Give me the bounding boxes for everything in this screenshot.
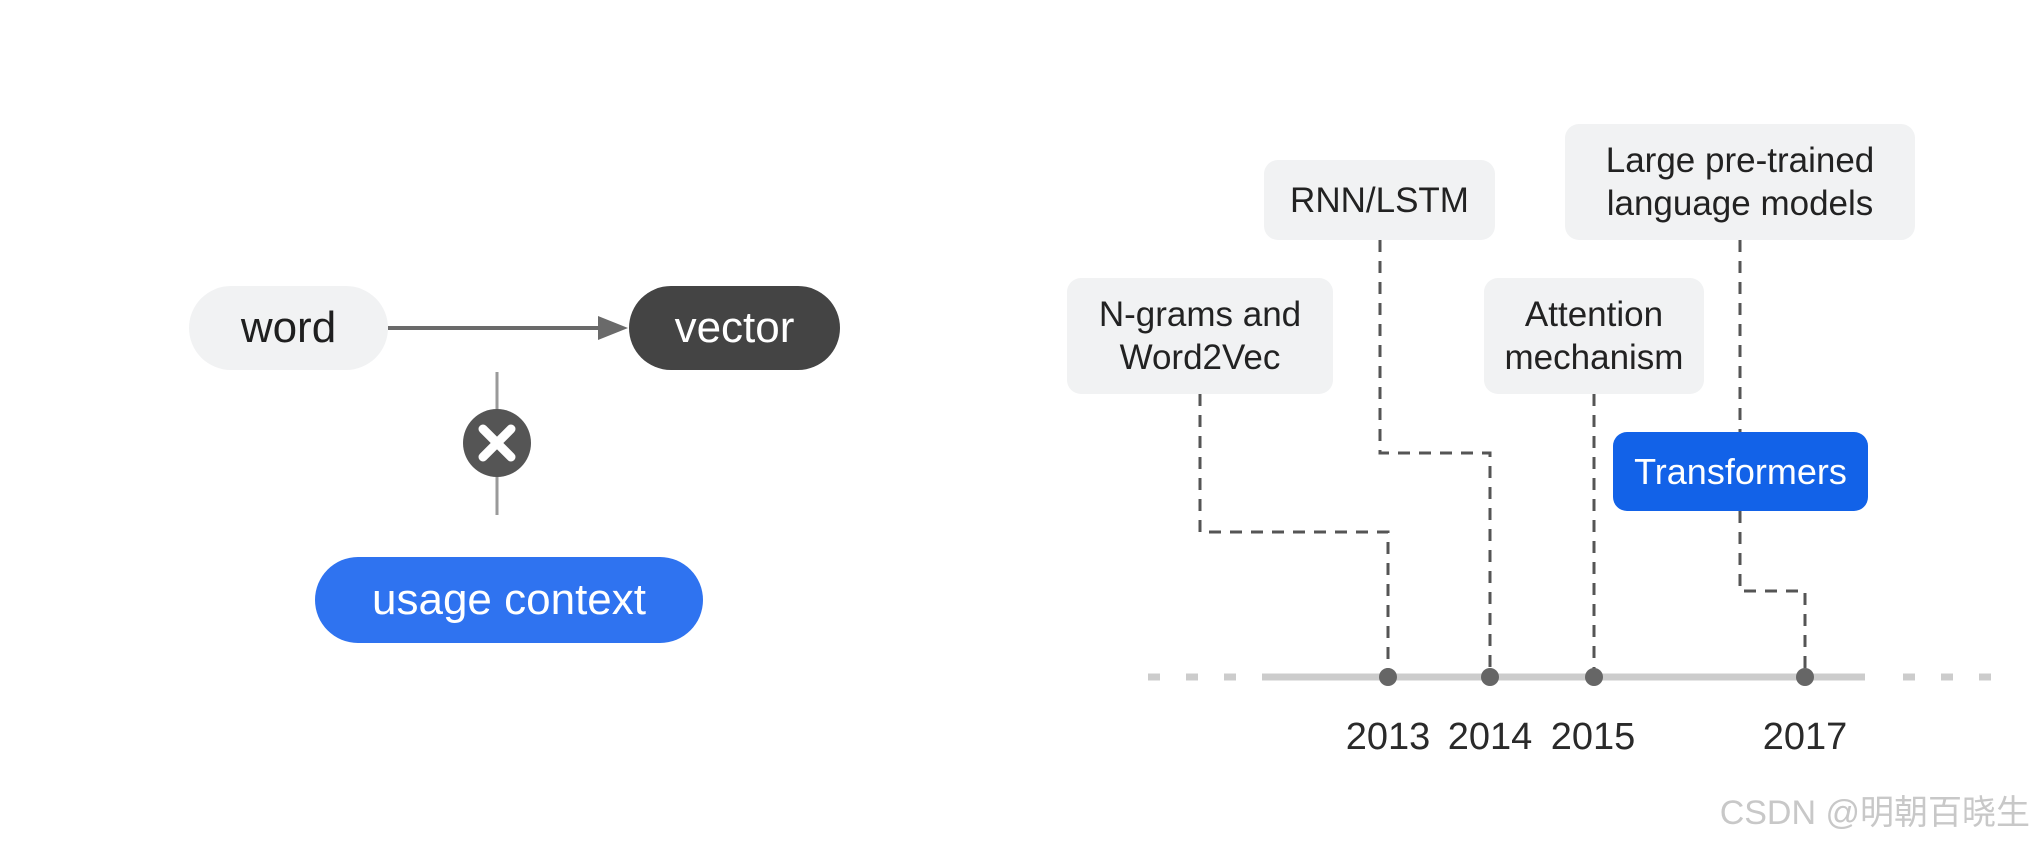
event-box-transformers: Transformers <box>1613 432 1868 511</box>
event-box-attention-mechanism: Attention mechanism <box>1484 278 1704 394</box>
usage-context-pill: usage context <box>315 557 703 643</box>
timeline-dot-2017 <box>1796 668 1814 686</box>
year-label-2014: 2014 <box>1447 715 1533 758</box>
connector-ngrams <box>1198 394 1390 677</box>
event-box-large-pretrained-models: Large pre-trained language models <box>1565 124 1915 240</box>
word-pill: word <box>189 286 388 370</box>
year-label-2017: 2017 <box>1762 715 1848 758</box>
timeline-dot-2013 <box>1379 668 1397 686</box>
event-box-rnn-lstm: RNN/LSTM <box>1264 160 1495 240</box>
connector-rnn <box>1378 240 1492 677</box>
year-label-2013: 2013 <box>1345 715 1431 758</box>
watermark: CSDN @明朝百晓生 <box>1719 793 2030 832</box>
arrow-head <box>598 316 628 340</box>
timeline-dot-2015 <box>1585 668 1603 686</box>
event-box-ngrams-word2vec: N-grams and Word2Vec <box>1067 278 1333 394</box>
close-circle-icon <box>463 409 531 477</box>
connector-transformers <box>1738 511 1807 677</box>
timeline-dot-2014 <box>1481 668 1499 686</box>
vector-pill: vector <box>629 286 840 370</box>
year-label-2015: 2015 <box>1550 715 1636 758</box>
